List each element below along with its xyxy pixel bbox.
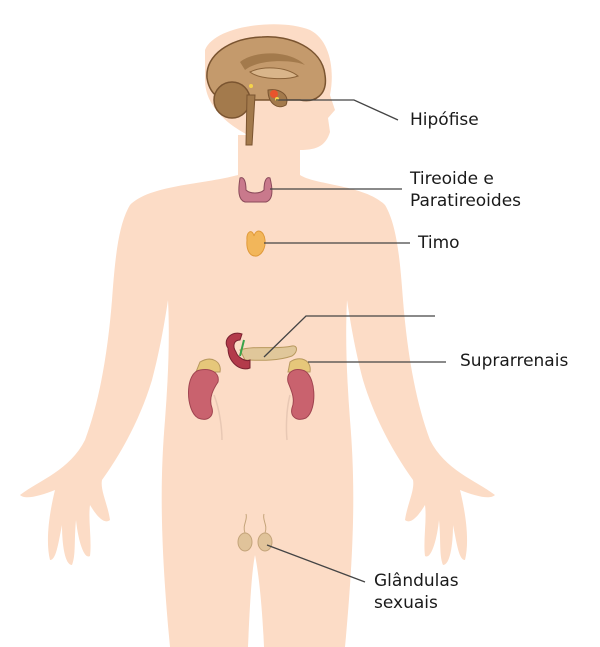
brainstem: [245, 94, 256, 146]
right-adrenal-gland: [287, 358, 311, 373]
label-pituitary: Hipófise: [410, 109, 479, 131]
gonads: [237, 513, 273, 552]
leader-lines: [263, 99, 446, 583]
label-gonads: Glândulas sexuais: [374, 570, 459, 614]
label-thymus-line1: Timo: [418, 233, 460, 253]
label-thyroid-line2: Paratireoides: [410, 191, 522, 211]
label-thymus: Timo: [418, 232, 460, 254]
gonad-leader: [266, 544, 366, 583]
left-kidney: [188, 358, 223, 441]
right-kidney: [285, 358, 315, 441]
pituitary-gland: [270, 90, 278, 98]
thymus-gland: [246, 230, 266, 257]
thyroid-gland: [238, 177, 273, 203]
label-adrenal: Suprarrenais: [460, 350, 568, 372]
cerebellum: [213, 81, 251, 119]
label-gonads-line1: Glândulas: [374, 571, 459, 591]
label-thyroid-line1: Tireoide e: [410, 169, 494, 189]
label-adrenal-line1: Suprarrenais: [460, 351, 569, 371]
label-gonads-line2: sexuais: [374, 593, 438, 613]
label-pituitary-line1: Hipófise: [410, 110, 479, 130]
duodenum: [225, 332, 251, 370]
left-adrenal-gland: [195, 358, 221, 373]
pituitary-leader: [276, 99, 399, 121]
pancreas-leader: [263, 315, 435, 358]
label-thyroid: Tireoide e Paratireoides: [410, 168, 521, 212]
